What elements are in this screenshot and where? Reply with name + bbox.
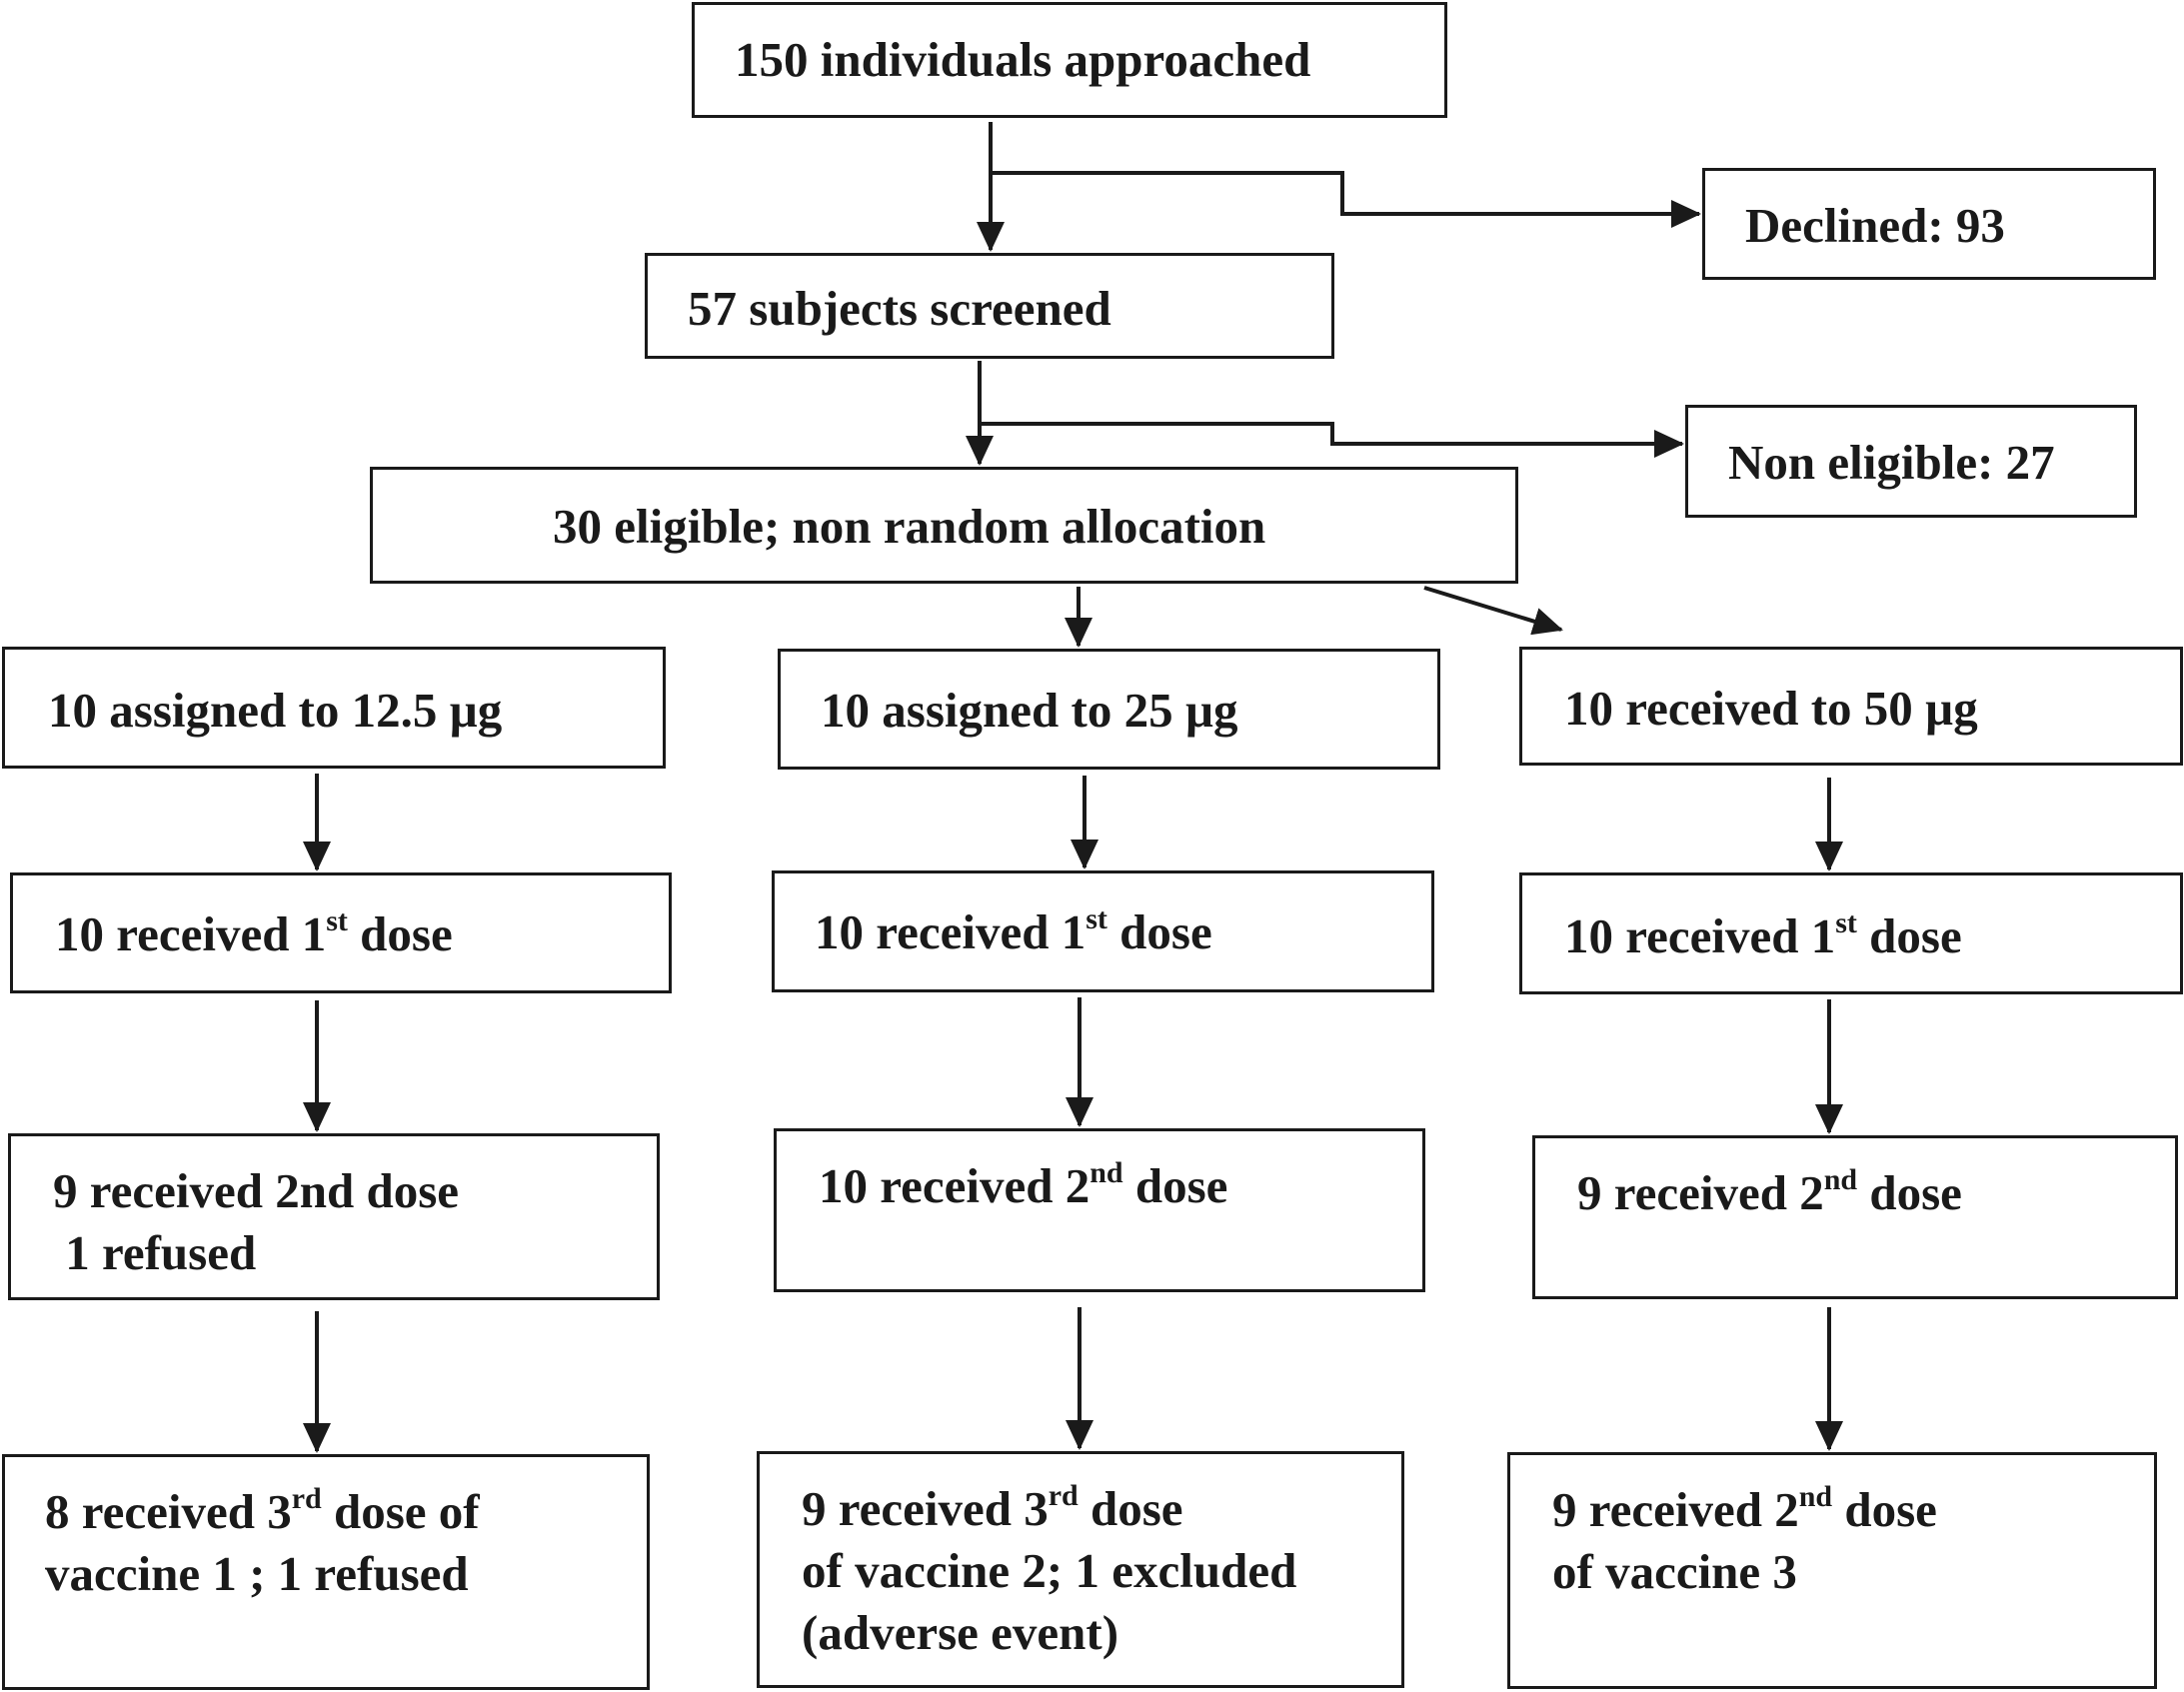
text-run: 9 received 2	[1577, 1165, 1824, 1220]
text-run: 57 subjects screened	[688, 281, 1111, 336]
superscript: nd	[1090, 1156, 1123, 1189]
text-run: 10 received 1	[1564, 908, 1836, 963]
text-run: 1 refused	[53, 1225, 257, 1280]
text-run: 10 assigned to 12.5 µg	[48, 683, 503, 738]
arm1-dose1-box: 10 received 1st dose	[10, 872, 672, 993]
superscript: st	[326, 904, 348, 937]
text-run: Declined: 93	[1745, 198, 2005, 253]
arm1-assigned-box: 10 assigned to 12.5 µg	[2, 647, 666, 769]
text-run: (adverse event)	[802, 1605, 1119, 1660]
arm2-dose2-box: 10 received 2nd dose	[774, 1128, 1425, 1292]
node-text-line: 150 individuals approached	[735, 29, 1310, 91]
node-text-line: (adverse event)	[802, 1602, 1296, 1664]
node-text-line: 9 received 2nd dose	[1552, 1479, 1937, 1541]
superscript: st	[1835, 906, 1857, 939]
text-run: 30 eligible; non random allocation	[553, 499, 1266, 554]
arm1-dose1-text: 10 received 1st dose	[55, 903, 453, 965]
node-text-line: 10 received 1st dose	[1564, 905, 1962, 967]
arrow-eligible-to-arm3-assigned	[1423, 586, 1563, 636]
text-run: 8 received 3	[45, 1484, 292, 1539]
declined-text: Declined: 93	[1745, 195, 2005, 257]
screened-text: 57 subjects screened	[688, 278, 1111, 340]
arm1-dose2-text: 9 received 2nd dose 1 refused	[53, 1160, 459, 1284]
node-text-line: 8 received 3rd dose of	[45, 1481, 480, 1543]
node-text-line: 1 refused	[53, 1222, 459, 1284]
text-run: of vaccine 2; 1 excluded	[802, 1543, 1297, 1598]
eligible-text: 30 eligible; non random allocation	[553, 496, 1265, 558]
node-text-line: 9 received 3rd dose	[802, 1478, 1296, 1540]
arm3-dose2-text: 9 received 2nd dose	[1577, 1162, 1962, 1224]
text-run: dose	[1122, 1158, 1228, 1213]
text-run: dose	[1106, 904, 1212, 959]
node-text-line: 57 subjects screened	[688, 278, 1111, 340]
node-text-line: 10 received 1st dose	[815, 901, 1212, 963]
text-run: 150 individuals approached	[735, 32, 1311, 87]
node-text-line: 9 received 2nd dose	[1577, 1162, 1962, 1224]
node-text-line: of vaccine 2; 1 excluded	[802, 1540, 1296, 1602]
text-run: dose	[1857, 1165, 1962, 1220]
node-text-line: 30 eligible; non random allocation	[553, 496, 1265, 558]
node-text-line: 10 received 2nd dose	[819, 1155, 1227, 1217]
text-run: 10 assigned to 25 µg	[821, 683, 1238, 738]
superscript: rd	[291, 1482, 322, 1515]
text-run: vaccine 1 ; 1 refused	[45, 1546, 469, 1601]
text-run: dose	[1832, 1482, 1937, 1537]
node-text-line: Declined: 93	[1745, 195, 2005, 257]
node-text-line: 10 assigned to 25 µg	[821, 680, 1238, 742]
arm3-assigned-box: 10 received to 50 µg	[1519, 647, 2183, 766]
superscript: nd	[1823, 1163, 1858, 1196]
node-text-line: 10 received 1st dose	[55, 903, 453, 965]
text-run: dose	[1856, 908, 1962, 963]
arm3-dose1-box: 10 received 1st dose	[1519, 872, 2183, 994]
text-run: 10 received to 50 µg	[1564, 681, 1978, 736]
non-eligible-text: Non eligible: 27	[1728, 432, 2055, 494]
text-run: 9 received 2nd dose	[53, 1163, 460, 1218]
text-run: dose	[347, 906, 453, 961]
node-text-line: 10 assigned to 12.5 µg	[48, 680, 502, 742]
arm2-assigned-text: 10 assigned to 25 µg	[821, 680, 1238, 742]
node-text-line: 10 received to 50 µg	[1564, 678, 1978, 740]
arm3-assigned-text: 10 received to 50 µg	[1564, 678, 1978, 740]
arm2-dose2-text: 10 received 2nd dose	[819, 1155, 1227, 1217]
arm1-assigned-text: 10 assigned to 12.5 µg	[48, 680, 502, 742]
text-run: dose	[1078, 1481, 1183, 1536]
arrow-screened-to-non-eligible	[980, 422, 1684, 458]
text-run: 10 received 1	[815, 904, 1087, 959]
approached-text: 150 individuals approached	[735, 29, 1310, 91]
text-run: 10 received 2	[819, 1158, 1091, 1213]
text-run: 9 received 3	[802, 1481, 1049, 1536]
text-run: Non eligible: 27	[1728, 435, 2055, 490]
text-run: 9 received 2	[1552, 1482, 1799, 1537]
declined-box: Declined: 93	[1702, 168, 2156, 280]
arm2-assigned-box: 10 assigned to 25 µg	[778, 649, 1440, 770]
text-run: dose of	[321, 1484, 480, 1539]
approached-box: 150 individuals approached	[692, 2, 1447, 118]
arm2-dose1-box: 10 received 1st dose	[772, 870, 1434, 992]
node-text-line: vaccine 1 ; 1 refused	[45, 1543, 480, 1605]
screened-box: 57 subjects screened	[645, 253, 1334, 359]
non-eligible-box: Non eligible: 27	[1685, 405, 2137, 518]
superscript: st	[1086, 902, 1107, 935]
text-run: 10 received 1	[55, 906, 327, 961]
arm3-dose1-text: 10 received 1st dose	[1564, 905, 1962, 967]
arrow-approached-to-declined	[991, 171, 1701, 228]
arm1-dose2-box: 9 received 2nd dose 1 refused	[8, 1133, 660, 1300]
node-text-line: Non eligible: 27	[1728, 432, 2055, 494]
eligible-box: 30 eligible; non random allocation	[370, 467, 1518, 584]
arm3-dose2-box: 9 received 2nd dose	[1532, 1135, 2178, 1299]
arm2-dose1-text: 10 received 1st dose	[815, 901, 1212, 963]
superscript: rd	[1048, 1479, 1079, 1512]
text-run: of vaccine 3	[1552, 1544, 1797, 1599]
node-text-line: of vaccine 3	[1552, 1541, 1937, 1603]
node-text-line: 9 received 2nd dose	[53, 1160, 459, 1222]
superscript: nd	[1798, 1480, 1833, 1513]
